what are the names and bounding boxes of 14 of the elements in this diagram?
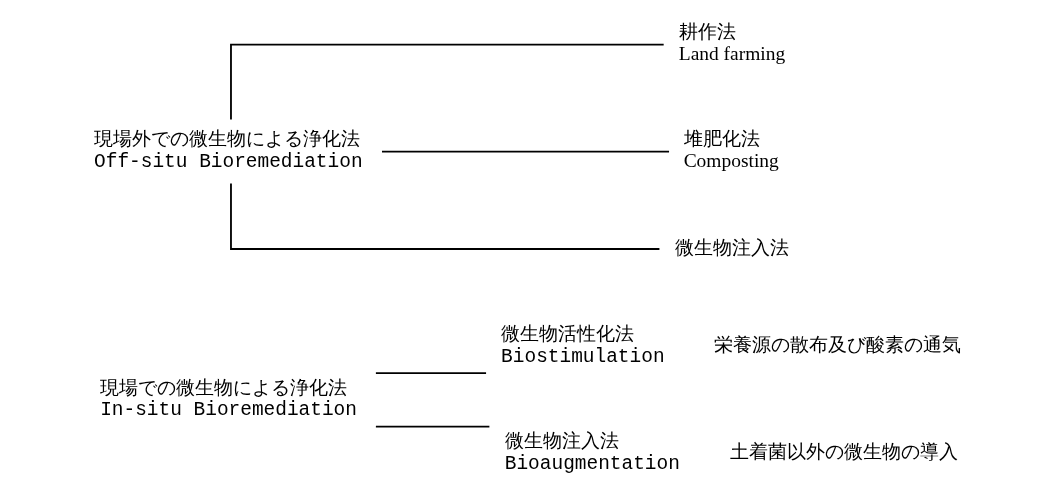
connector bbox=[380, 150, 670, 153]
node-text: 堆肥化法 Composting bbox=[683, 128, 779, 172]
connector bbox=[374, 372, 487, 375]
node-text: 微生物活性化法 Biostimulation bbox=[500, 324, 665, 368]
node-label: 土着菌以外の微生物の導入 bbox=[729, 442, 958, 465]
node-text: 微生物注入法 Bioaugmentation bbox=[504, 431, 680, 476]
node-text: 現場での微生物による浄化法 In-situ Bioremediation bbox=[99, 377, 357, 422]
node-text: 微生物注入法 bbox=[674, 236, 789, 258]
node-text: 耕作法 Land farming bbox=[678, 21, 785, 65]
connector bbox=[229, 182, 660, 250]
node-label: 栄養源の散布及び酸素の通気 bbox=[713, 334, 961, 357]
node-text: 現場外での微生物による浄化法 Off-situ Bioremediation bbox=[93, 129, 363, 174]
connector bbox=[229, 43, 665, 121]
connector bbox=[374, 425, 490, 428]
